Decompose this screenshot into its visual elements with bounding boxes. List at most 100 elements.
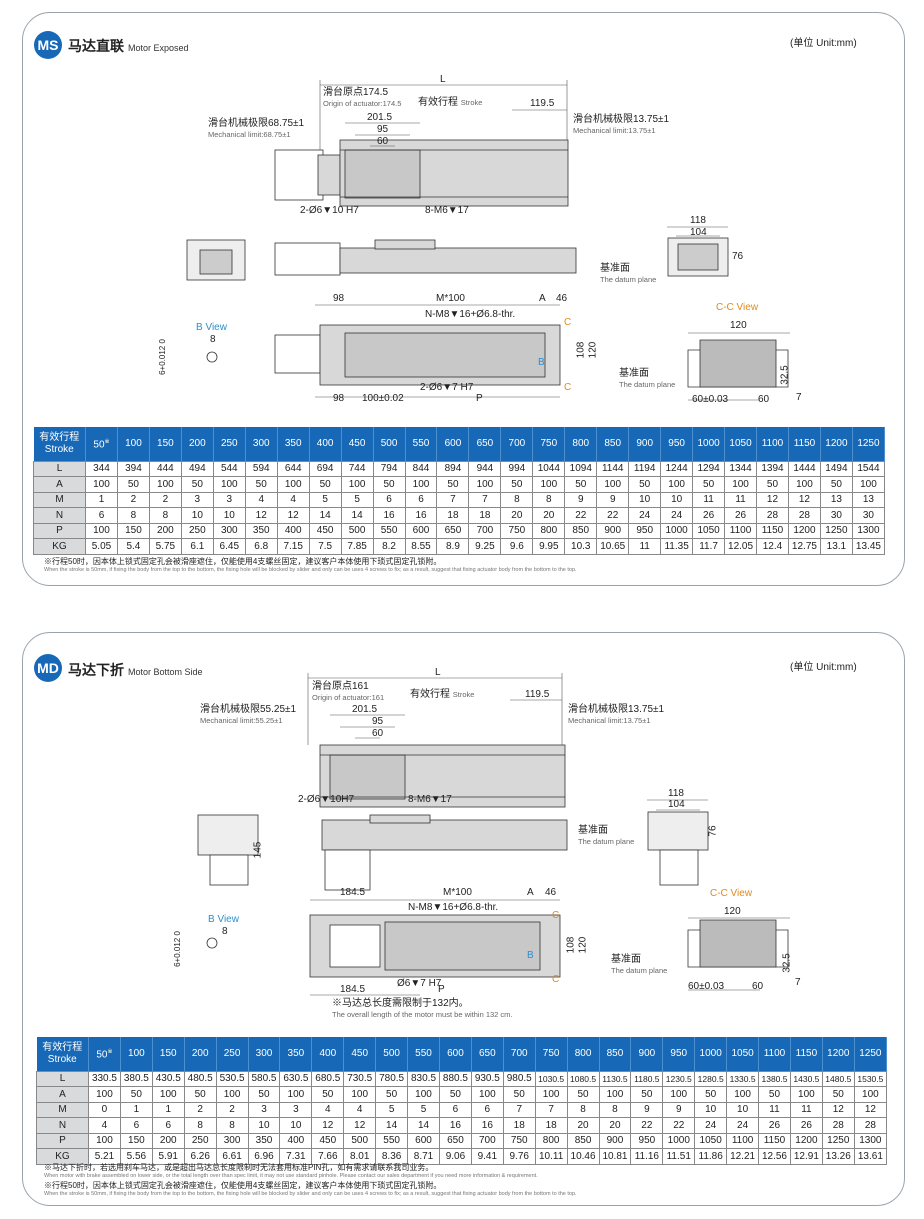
table-cell: 100 <box>789 1086 823 1103</box>
table-cell: 50 <box>119 1086 153 1103</box>
dim-108: 108 <box>565 936 577 954</box>
table-cell: 8 <box>598 1101 632 1118</box>
table-cell: 1150 <box>758 1132 791 1149</box>
table-cell: 680.5 <box>311 1070 345 1087</box>
table-cell: 28 <box>821 1117 855 1134</box>
table-cell: 650 <box>438 1132 472 1149</box>
row-header: N <box>36 1117 89 1134</box>
table-cell: 8 <box>183 1117 217 1134</box>
datum2-label: 基准面 <box>619 368 649 379</box>
table-cell: 14 <box>407 1117 440 1134</box>
table-cell: 4 <box>343 1101 377 1118</box>
stroke-column-header: 1250 <box>854 1037 888 1071</box>
stroke-column-header: 150 <box>149 427 182 461</box>
dim-60-tol: 60±0.03 <box>692 394 729 405</box>
table-cell: 10 <box>247 1117 281 1134</box>
table-cell: 3 <box>247 1101 281 1118</box>
table-cell: 50 <box>311 1086 345 1103</box>
stroke-column-header: 1200 <box>822 1037 855 1071</box>
m6-hole-label: 8-M6▼17 <box>425 205 469 216</box>
stroke-column-header: 150 <box>152 1037 185 1071</box>
table-cell: 1480.5 <box>821 1070 855 1087</box>
table-cell: 450 <box>311 1132 345 1149</box>
dim-P: P <box>476 393 483 404</box>
table-cell: 850 <box>566 1132 600 1149</box>
dim-145: 145 <box>252 841 264 859</box>
table-cell: 8 <box>566 1101 600 1118</box>
table-cell: 3 <box>279 1101 313 1118</box>
table-cell: 16 <box>438 1117 472 1134</box>
pin-hole-label: 2-Ø6▼10 H7 <box>300 205 359 216</box>
table-cell: 12.56 <box>758 1148 791 1165</box>
dim-104: 104 <box>690 227 707 238</box>
mech-limit-left: 滑台机械极限55.25±1 <box>200 704 297 715</box>
datum-label-en: The datum plane <box>578 837 635 846</box>
table-cell: 6 <box>438 1101 472 1118</box>
table-cell: 7.31 <box>279 1148 313 1165</box>
stroke-column-header: 100 <box>117 427 150 461</box>
stroke-column-header: 400 <box>309 427 342 461</box>
table-cell: 10 <box>726 1101 760 1118</box>
stroke-column-header: 850 <box>596 427 630 461</box>
table-cell: 1430.5 <box>789 1070 823 1087</box>
table-cell: 12 <box>311 1117 345 1134</box>
table-cell: 13.61 <box>853 1148 888 1165</box>
md-unit: (单位 Unit:mm) <box>790 662 857 673</box>
dim-98-top: 98 <box>333 293 345 304</box>
table-cell: 28 <box>853 1117 888 1134</box>
b-marker: B <box>538 357 545 368</box>
table-cell: 50 <box>566 1086 600 1103</box>
dim-60: 60 <box>372 728 384 739</box>
motor-length-note-en: The overall length of the motor must be … <box>332 1010 513 1019</box>
table-cell: 500 <box>343 1132 377 1149</box>
row-header: KG <box>36 1148 89 1165</box>
table-cell: 13.26 <box>821 1148 855 1165</box>
dim-7: 7 <box>796 392 802 403</box>
nm8-label: N-M8▼16+Ø6.8-thr. <box>425 309 516 320</box>
dim-L: L <box>440 74 446 85</box>
dim-L: L <box>435 667 441 678</box>
table-cell: 100 <box>88 1132 121 1149</box>
table-cell: 100 <box>88 1086 121 1103</box>
origin-label-en: Origin of actuator:174.5 <box>323 99 402 108</box>
table-cell: 1 <box>119 1101 153 1118</box>
table-cell: 1030.5 <box>534 1070 568 1087</box>
table-cell: 6 <box>119 1117 153 1134</box>
table-cell: 5 <box>407 1101 440 1118</box>
table-cell: 24 <box>694 1117 728 1134</box>
stroke-column-header: 900 <box>630 1037 664 1071</box>
dim-46: 46 <box>556 293 568 304</box>
row-header: A <box>36 1086 89 1103</box>
stroke-column-header: 700 <box>503 1037 536 1071</box>
stroke-column-header: 1000 <box>692 427 726 461</box>
dim-184-5-top: 184.5 <box>340 887 366 898</box>
stroke-column-header: 50※ <box>85 427 118 461</box>
stroke-column-header: 850 <box>599 1037 632 1071</box>
table-cell: 10.81 <box>598 1148 632 1165</box>
origin-label-en: Origin of actuator:161 <box>312 693 385 702</box>
stroke-column-header: 750 <box>532 427 566 461</box>
stroke-column-header: 1050 <box>724 427 758 461</box>
section-c-top: C <box>564 317 572 328</box>
stroke-column-header: 650 <box>471 1037 504 1071</box>
table-cell: 10.11 <box>534 1148 568 1165</box>
table-cell: 7 <box>534 1101 568 1118</box>
dim-m100: M*100 <box>436 293 465 304</box>
table-cell: 930.5 <box>470 1070 504 1087</box>
table-cell: 980.5 <box>502 1070 536 1087</box>
row-header: KG <box>33 538 86 555</box>
table-cell: 250 <box>183 1132 217 1149</box>
table-cell: 11.51 <box>662 1148 696 1165</box>
table-cell: 2 <box>215 1101 249 1118</box>
dim-76: 76 <box>707 825 719 837</box>
dim-60-tol: 60±0.03 <box>688 981 725 992</box>
table-cell: 1180.5 <box>630 1070 664 1087</box>
dim-100-tol: 100±0.02 <box>362 393 404 404</box>
table-cell: 14 <box>375 1117 409 1134</box>
mech-limit-left: 滑台机械极限68.75±1 <box>208 118 305 129</box>
stroke-column-header: 450 <box>341 427 374 461</box>
